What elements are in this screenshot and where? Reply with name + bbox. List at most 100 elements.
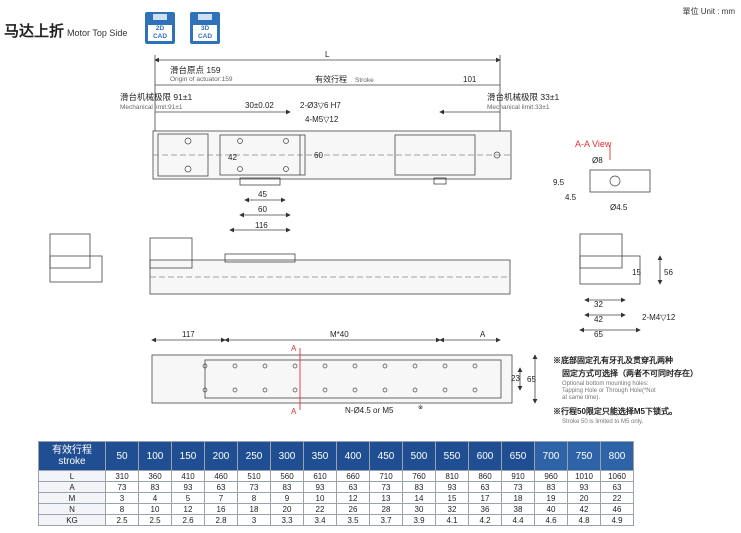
stroke-header: 800 (600, 441, 634, 471)
top-view-body (152, 130, 512, 180)
table-head-cn: 有效行程 (52, 445, 92, 456)
technical-drawing: L 滑台原点 159 Origin of actuator:159 有效行程 S… (49, 50, 676, 416)
stroke-header: 300 (270, 441, 304, 471)
table-cell: 960 (534, 470, 568, 482)
table-cell: 42 (567, 503, 601, 515)
dim-101: 101 (463, 75, 477, 84)
dim-65-vertical: 65 (527, 375, 536, 384)
table-cell: 19 (534, 492, 568, 504)
note-1-cn: ※底部固定孔有牙孔及贯穿孔两种 (553, 356, 673, 365)
table-cell: 46 (600, 503, 634, 515)
dim-M40: M*40 (330, 330, 349, 339)
table-cell: 18 (501, 492, 535, 504)
cad-2d-label-top: 2D (155, 25, 165, 32)
table-cell: 810 (435, 470, 469, 482)
dim-117: 117 (182, 330, 195, 339)
table-cell: 22 (600, 492, 634, 504)
aa-view-title: A-A View (575, 139, 612, 149)
row-label: L (38, 470, 106, 482)
dim-56: 56 (664, 268, 673, 277)
dim-d8: Ø8 (592, 156, 603, 165)
cad-3d-label-bottom: CAD (197, 33, 213, 40)
table-cell: 93 (435, 481, 469, 493)
table-cell: 4.8 (567, 514, 601, 526)
table-cell: 36 (468, 503, 502, 515)
table-cell: 3.4 (303, 514, 337, 526)
stroke-header: 550 (435, 441, 469, 471)
title-en: Motor Top Side (67, 28, 128, 38)
note-1-en-2: Tapping Hole or Through Hole(*Not (562, 388, 656, 394)
note-1-cn-2: 固定方式可选择（两者不可同时存在） (562, 369, 698, 378)
table-cell: 2.8 (204, 514, 238, 526)
table-cell: 3 (105, 492, 139, 504)
cad-2d-label-bottom: CAD (152, 33, 168, 40)
table-cell: 360 (138, 470, 172, 482)
mech-limit-right-cn: 滑台机械极限 33±1 (487, 92, 559, 102)
stroke-header: 100 (138, 441, 172, 471)
dim-30: 30±0.02 (245, 101, 274, 110)
table-cell: 20 (567, 492, 601, 504)
dim-42: 42 (228, 153, 237, 162)
table-cell: 3.5 (336, 514, 370, 526)
table-cell: 22 (303, 503, 337, 515)
table-cell: 40 (534, 503, 568, 515)
table-cell: 26 (336, 503, 370, 515)
table-cell: 30 (402, 503, 436, 515)
stroke-header: 350 (303, 441, 337, 471)
stroke-header: 700 (534, 441, 568, 471)
dim-65: 65 (594, 330, 603, 339)
table-cell: 3.7 (369, 514, 403, 526)
table-cell: 12 (171, 503, 205, 515)
dim-45: 45 (258, 190, 267, 199)
stroke-header: 650 (501, 441, 535, 471)
dim-d4-5: Ø4.5 (610, 203, 628, 212)
table-cell: 610 (303, 470, 337, 482)
table-cell: 73 (105, 481, 139, 493)
title-cn: 马达上折 (4, 23, 65, 40)
mech-limit-left-en: Mechanical limit:91±1 (120, 104, 183, 111)
dim-42b: 42 (594, 315, 603, 324)
cad-3d-label-top: 3D (200, 25, 210, 32)
table-cell: 10 (303, 492, 337, 504)
table-cell: 5 (171, 492, 205, 504)
stroke-header: 600 (468, 441, 502, 471)
table-cell: 63 (204, 481, 238, 493)
note-2-cn: ※行程50限定只能选择M5下锁式。 (553, 407, 678, 416)
dim-9-5: 9.5 (553, 178, 565, 187)
stroke-header: 150 (171, 441, 205, 471)
stroke-header: 450 (369, 441, 403, 471)
table-cell: 12 (336, 492, 370, 504)
table-cell: 15 (435, 492, 469, 504)
table-cell: 32 (435, 503, 469, 515)
table-cell: 860 (468, 470, 502, 482)
table-cell: 2.5 (138, 514, 172, 526)
table-cell: 3.9 (402, 514, 436, 526)
table-cell: 560 (270, 470, 304, 482)
dim-32: 32 (594, 300, 603, 309)
hole-spec-2: 4-M5▽12 (305, 115, 339, 124)
dim-L: L (325, 50, 330, 59)
table-cell: 83 (534, 481, 568, 493)
table-cell: 14 (402, 492, 436, 504)
table-cell: 8 (237, 492, 271, 504)
table-cell: 83 (402, 481, 436, 493)
stroke-header: 750 (567, 441, 601, 471)
hole-spec-1: 2-Ø3▽6 H7 (300, 101, 341, 110)
origin-en: Origin of actuator:159 (170, 76, 233, 83)
side-hole-spec: 2-M4▽12 (642, 313, 676, 322)
floppy-disk-icon (198, 14, 212, 20)
note-1-en-1: Optional bottom mounting holes: (562, 381, 649, 387)
table-cell: 4.9 (600, 514, 634, 526)
table-cell: 3 (237, 514, 271, 526)
table-cell: 83 (138, 481, 172, 493)
table-cell: 73 (501, 481, 535, 493)
table-cell: 710 (369, 470, 403, 482)
table-cell: 460 (204, 470, 238, 482)
table-cell: 28 (369, 503, 403, 515)
